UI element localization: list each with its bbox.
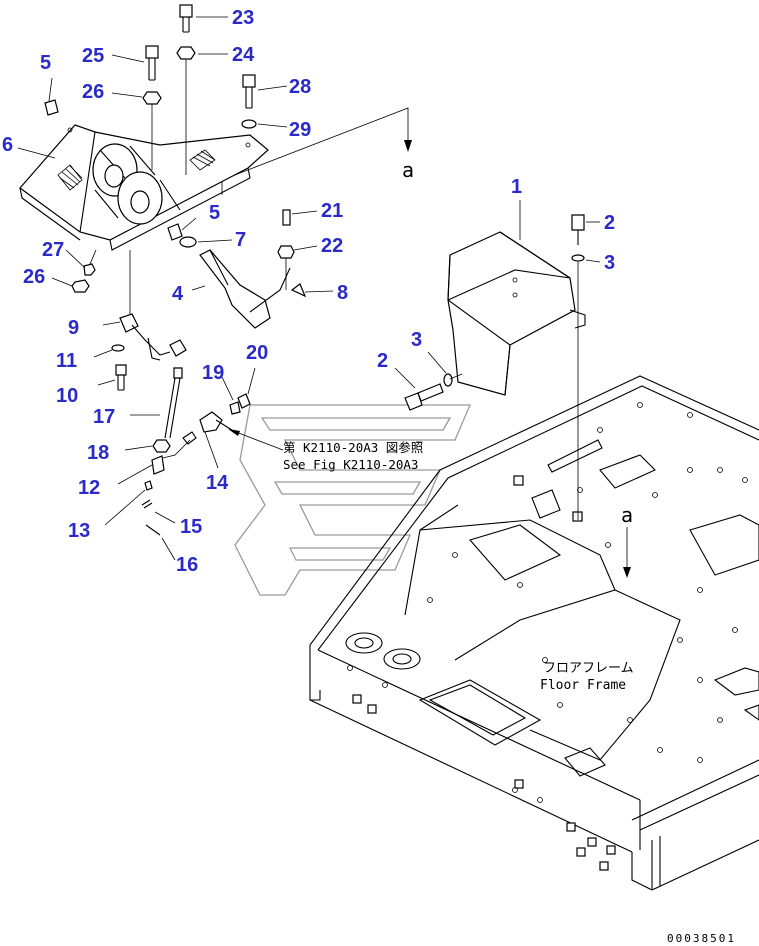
callout-10: 10 [56,385,78,407]
reference-note-en: See Fig K2110-20A3 [283,457,418,472]
bolt-28 [242,74,256,109]
document-number: 00038501 [667,932,736,945]
callout-28: 28 [289,76,311,98]
callout-6: 6 [2,134,13,156]
callout-26-bottom: 26 [23,266,45,288]
callout-1: 1 [511,176,522,198]
bolt-2-right [571,214,585,520]
reference-arrow [228,429,284,451]
callout-9: 9 [68,317,79,339]
callout-4: 4 [172,283,184,305]
washer-7 [179,236,197,248]
callout-15: 15 [180,516,202,538]
marker-a-top: a [402,158,414,182]
callout-16: 16 [176,554,198,576]
bolt-2-left [404,373,463,411]
floor-frame-label-en: Floor Frame [540,678,626,693]
reference-note-jp: 第 K2110-20A3 図参照 [283,440,423,455]
marker-a-floor: a [621,503,633,527]
washer-29 [241,119,257,129]
callout-8: 8 [337,282,348,304]
callout-25: 25 [82,45,104,67]
bolt-25 [145,45,159,81]
callout-17: 17 [93,406,115,428]
callout-26-top: 26 [82,81,104,103]
nut-24 [176,46,196,175]
callout-22: 22 [321,235,343,257]
nut-26-bottom [71,279,90,293]
callout-7: 7 [235,229,246,251]
callout-labels: 1 2 2 3 3 4 5 5 6 7 8 9 10 11 12 13 14 1… [2,7,615,576]
connection-lines [221,107,631,578]
callout-24: 24 [232,44,255,66]
callout-2-left: 2 [377,350,388,372]
nut-26-top [142,91,162,170]
pedal-lever-4 [199,249,271,329]
nut-27 [83,249,97,276]
callout-19: 19 [202,362,224,384]
watermark-logo [234,404,471,596]
callout-29: 29 [289,119,311,141]
callout-14: 14 [206,472,229,494]
pedal-mount-cylinder [92,143,181,225]
pedal-arm-8 [249,267,307,313]
callout-18: 18 [87,442,109,464]
floor-frame-label-jp: フロアフレーム [543,661,634,676]
nut-22 [277,245,295,290]
callout-3-right: 3 [604,252,615,274]
callout-5-mid: 5 [209,202,220,224]
bushing-5 [44,99,183,241]
callout-12: 12 [78,477,100,499]
callout-3-left: 3 [411,329,422,351]
cover-part-1 [447,231,586,396]
stud-21 [282,209,291,226]
floor-frame [309,375,759,891]
leader-lines [17,16,601,561]
callout-21: 21 [321,200,343,222]
callout-11: 11 [56,350,77,372]
callout-13: 13 [68,520,90,542]
callout-27: 27 [42,239,64,261]
callout-5-top: 5 [40,52,51,74]
bolt-23 [179,4,193,33]
callout-20: 20 [246,342,268,364]
callout-2-right: 2 [604,212,615,234]
callout-23: 23 [232,7,254,29]
linkage-assembly [111,250,251,536]
